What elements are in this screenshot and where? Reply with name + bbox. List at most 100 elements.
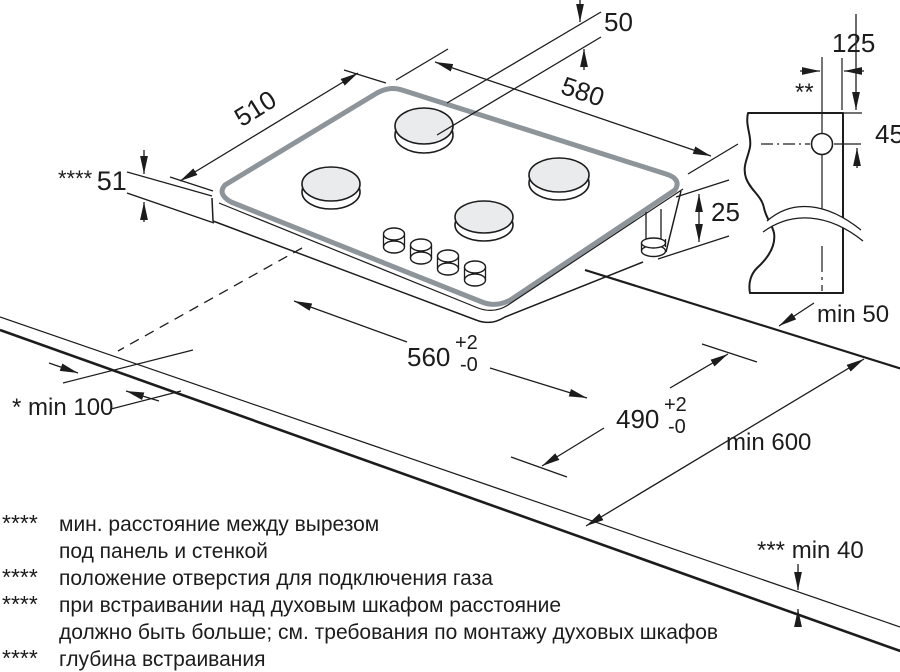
dim-45: 45 xyxy=(852,14,900,168)
dim-490-line-upper xyxy=(669,353,729,389)
footnote-3-line-1: при встраивании над духовым шкафом расст… xyxy=(59,594,561,617)
dim-min100: * min 100 xyxy=(12,362,160,421)
dim-490-tol-minus: -0 xyxy=(668,416,686,438)
dim-490-ext-lower xyxy=(510,456,568,478)
dim-560-tol-plus: +2 xyxy=(455,332,478,354)
knob-4-base xyxy=(463,273,487,287)
dim-min100-star: * xyxy=(12,394,21,421)
burner-front-cap xyxy=(454,200,514,234)
footnote-2-line-1: положение отверстия для подключения газа xyxy=(59,567,493,590)
knob-1-cap xyxy=(382,227,406,241)
footnote-2-marker: **** xyxy=(2,564,38,590)
dim-25-ext-upper xyxy=(675,179,730,198)
dim-490-line-lower xyxy=(541,427,605,467)
knob-3 xyxy=(436,249,460,276)
rear-clearance-ext-line-1 xyxy=(62,349,194,384)
hob-body xyxy=(211,190,682,324)
hidden-cutout-edge xyxy=(117,247,303,352)
dim-min100-arrow-1 xyxy=(48,362,79,374)
control-knobs xyxy=(382,227,487,287)
dim-min40-stars: *** xyxy=(757,537,785,564)
dim-51-line-upper xyxy=(126,171,213,197)
dim-min50: min 50 xyxy=(778,301,889,328)
detail-panel xyxy=(743,112,844,294)
burner-right-cap xyxy=(528,157,590,193)
dim-51-line-lower xyxy=(126,192,215,224)
dim-min50-label: min 50 xyxy=(817,301,889,328)
footnote-4-line-1: глубина встраивания xyxy=(59,648,265,671)
knob-2-base xyxy=(409,251,433,265)
footnote-3-marker: **** xyxy=(2,591,38,617)
worktop-front-edge xyxy=(0,328,900,653)
dim-490-ext-upper xyxy=(701,343,758,363)
hob xyxy=(211,86,684,324)
footnote-1-line-1: мин. расстояние между вырезом xyxy=(59,513,379,536)
dim-490: 490 +2 -0 xyxy=(510,343,758,478)
dim-45-label: 45 xyxy=(875,119,900,149)
dim-125-label: 125 xyxy=(832,28,875,58)
dim-510-line xyxy=(179,72,359,182)
knob-3-cap xyxy=(436,249,460,263)
dim-51-label: **** 51 xyxy=(58,166,127,196)
knob-2 xyxy=(409,238,433,265)
dim-25: 25 xyxy=(657,179,740,260)
dim-560-tol-minus: -0 xyxy=(460,354,478,376)
dim-580-ext-left xyxy=(395,48,449,81)
dim-51: **** 51 xyxy=(58,150,215,224)
burner-left xyxy=(301,166,361,210)
dim-510-ext-front xyxy=(169,176,214,192)
burner-front xyxy=(454,200,514,242)
dim-490-tol-plus: +2 xyxy=(664,394,687,416)
dim-25-label: 25 xyxy=(711,197,740,227)
worktop-cutout-front-edge xyxy=(0,316,900,628)
dim-25-ext-lower xyxy=(657,235,730,260)
dim-min600-line xyxy=(585,358,865,527)
dim-min600-label: min 600 xyxy=(726,429,811,456)
knob-1-base xyxy=(382,240,406,254)
footnotes: **** мин. расстояние между вырезом под п… xyxy=(2,510,718,671)
dim-min40: *** min 40 xyxy=(757,537,864,627)
dim-min100-label: * min 100 xyxy=(12,394,113,421)
gas-hole-marker: ** xyxy=(795,79,814,106)
dim-min100-value: min 100 xyxy=(28,394,113,421)
dim-min40-value: min 40 xyxy=(792,537,864,564)
footnote-1-line-2: под панель и стенкой xyxy=(59,540,268,563)
dim-min600: min 600 xyxy=(585,358,865,527)
dim-min50-leader xyxy=(778,302,815,327)
footnote-4-marker: **** xyxy=(2,645,38,671)
knob-1 xyxy=(382,227,406,254)
worktop-rear-wall-edge xyxy=(584,268,900,370)
knob-4 xyxy=(463,260,487,287)
footnote-1-marker: **** xyxy=(2,510,38,536)
worktop-lines xyxy=(0,247,900,653)
dim-50-line-lower xyxy=(436,36,602,136)
dim-560-arrow-left xyxy=(293,300,408,343)
dim-51-value: 51 xyxy=(97,166,127,196)
dim-560-arrow-right xyxy=(489,367,588,399)
dim-51-stars: **** xyxy=(58,166,93,191)
burner-left-cap xyxy=(301,166,361,202)
dim-min40-label: *** min 40 xyxy=(757,537,864,564)
dim-50-label: 50 xyxy=(604,7,633,37)
knob-3-base xyxy=(436,262,460,276)
break-line-lower xyxy=(762,217,864,242)
dim-510-label: 510 xyxy=(229,84,282,132)
break-line-upper xyxy=(766,205,862,231)
gas-hole xyxy=(810,132,834,156)
dim-510-ext-rear xyxy=(343,69,387,84)
gas-pipe-collar-top xyxy=(640,237,667,249)
burner-right xyxy=(528,157,590,201)
knob-2-cap xyxy=(409,238,433,252)
dim-560: 560 +2 -0 xyxy=(293,300,588,399)
dim-560-label: 560 xyxy=(407,342,450,372)
gas-connection-detail: 125 ** 45 xyxy=(743,14,900,294)
dim-50: 50 xyxy=(436,0,633,136)
dim-580-line xyxy=(434,61,712,157)
rear-clearance-ext-line-2 xyxy=(110,390,182,410)
gas-pipe xyxy=(640,209,667,258)
dim-min100-arrow-2 xyxy=(125,390,160,402)
dim-125: 125 xyxy=(800,28,875,75)
knob-4-cap xyxy=(463,260,487,274)
